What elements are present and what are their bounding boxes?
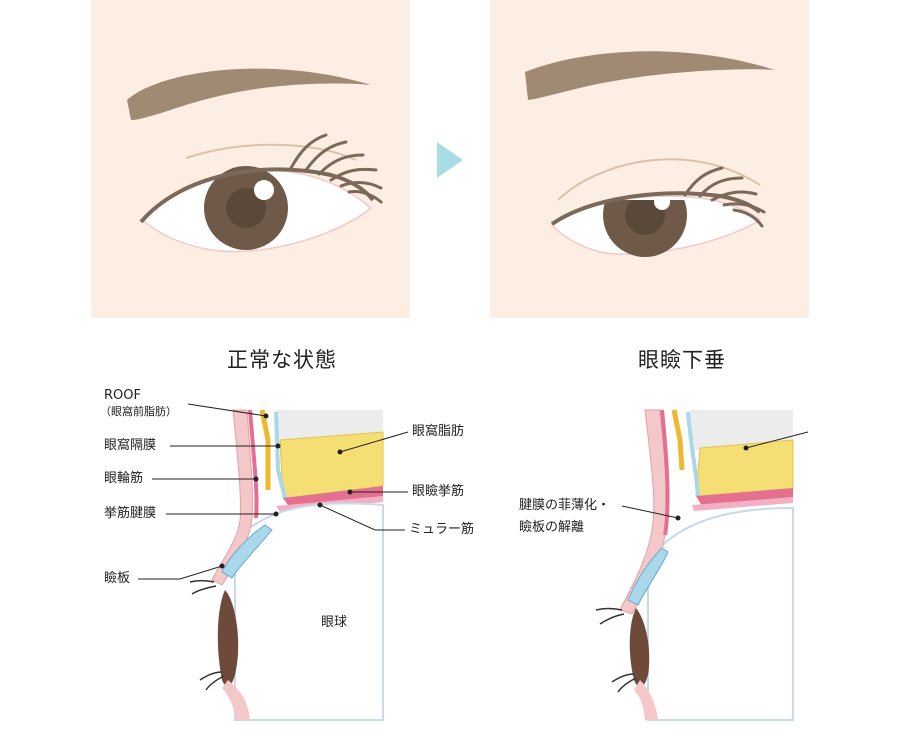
orbital-fat-region — [695, 439, 794, 501]
eyebrow — [127, 68, 371, 120]
levator-band — [283, 486, 383, 508]
label-ptosis-note-2: 瞼板の解離 — [519, 520, 585, 535]
pupil — [226, 188, 266, 228]
normal-eye-panel — [91, 0, 410, 318]
label-aponeurosis: 挙筋腱膜 — [104, 506, 157, 521]
normal-eye-illustration — [91, 0, 410, 318]
eyebrow — [525, 51, 775, 100]
eyeball-shape — [234, 502, 384, 721]
pupil — [625, 200, 665, 235]
highlight — [254, 180, 274, 200]
eyelid-skin — [619, 409, 668, 615]
ptosis-eye-panel — [490, 0, 809, 318]
label-roof: ROOF — [104, 388, 141, 403]
label-roof-sub: （眼窩前脂肪） — [100, 405, 177, 418]
highlight — [654, 200, 670, 210]
label-eyeball: 眼球 — [321, 615, 348, 630]
tarsus-shape — [221, 524, 273, 579]
label-orbital-fat: 眼窩脂肪 — [412, 424, 465, 439]
label-ptosis-note-1: 腱膜の菲薄化・ — [519, 498, 611, 513]
label-orbital-septum: 眼窩隔膜 — [104, 438, 157, 453]
ptosis-title: 眼瞼下垂 — [638, 348, 726, 372]
eyelashes — [683, 166, 766, 228]
eyelid-skin — [211, 409, 254, 586]
arrow-icon — [437, 142, 463, 178]
label-orbicularis: 眼輪筋 — [104, 471, 144, 486]
label-tarsus: 瞼板 — [104, 571, 131, 586]
orbital-fat-region — [279, 431, 384, 501]
label-levator: 眼瞼挙筋 — [412, 484, 465, 499]
normal-title: 正常な状態 — [227, 348, 337, 372]
label-muller: ミュラー筋 — [409, 522, 475, 537]
eyelashes — [289, 133, 383, 204]
ptosis-eye-illustration — [490, 0, 809, 318]
tarsus-shape — [627, 547, 669, 606]
